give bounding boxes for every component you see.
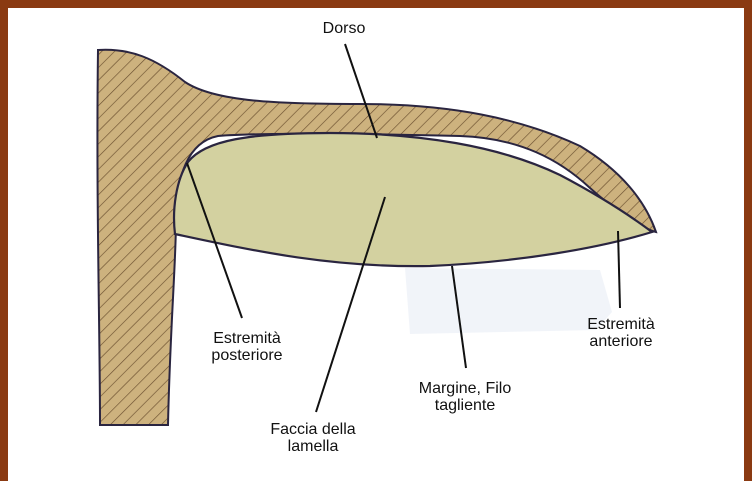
label-margine-line1: Margine, Filo [390,380,540,397]
label-estremita-anteriore-line2: anteriore [566,333,676,350]
label-estremita-posteriore-line1: Estremità [192,330,302,347]
label-estremita-posteriore: Estremità posteriore [192,330,302,364]
label-margine-line2: tagliente [390,397,540,414]
label-margine-filo-tagliente: Margine, Filo tagliente [390,380,540,414]
leader-estremita-anteriore [618,231,620,308]
label-faccia-line1: Faccia della [243,421,383,438]
label-estremita-posteriore-line2: posteriore [192,347,302,364]
label-estremita-anteriore-line1: Estremità [566,316,676,333]
label-faccia-line2: lamella [243,438,383,455]
label-estremita-anteriore: Estremità anteriore [566,316,676,350]
label-faccia-della-lamella: Faccia della lamella [243,421,383,455]
label-dorso: Dorso [304,20,384,37]
